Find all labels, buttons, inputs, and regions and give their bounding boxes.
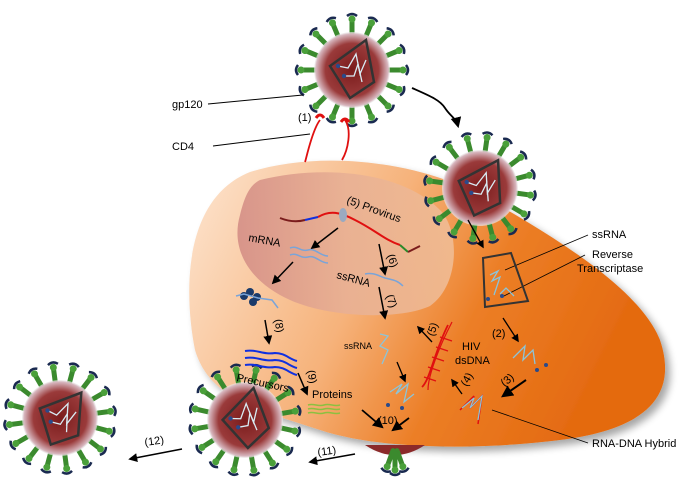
ssrna-cytoplasm xyxy=(378,333,390,365)
nucleus xyxy=(237,172,454,316)
entry-arrow xyxy=(411,87,462,129)
ssrna-pair xyxy=(386,382,415,410)
hiv-label: HIV xyxy=(462,341,481,353)
transcriptase-label: Transcriptase xyxy=(577,263,643,275)
hiv-dsdna xyxy=(421,321,453,391)
step-4-label: (4) xyxy=(459,371,476,389)
step-5-arrow-label: (5) xyxy=(425,321,441,338)
ribosome xyxy=(235,288,279,309)
ssrna-leader xyxy=(504,234,589,271)
hybrid-leader xyxy=(491,409,589,444)
step-11-label: (11) xyxy=(317,444,337,458)
step-2-label: (2) xyxy=(492,328,505,340)
gp120-leader xyxy=(207,94,304,105)
protein-strands xyxy=(307,403,341,415)
step-1-label: (1) xyxy=(298,112,311,124)
rna-dna-hybrid xyxy=(459,393,484,425)
step-10-label: (10) xyxy=(378,415,398,427)
gp120-label: gp120 xyxy=(172,99,203,111)
step-7-label: (7) xyxy=(383,293,399,310)
ssrna-virion-label: ssRNA xyxy=(592,229,627,241)
rna-dna-hybrid-label: RNA-DNA Hybrid xyxy=(592,438,676,450)
ssrna-nucleus xyxy=(364,272,404,287)
cd4-label: CD4 xyxy=(172,141,194,153)
mrna-label: mRNA xyxy=(247,232,282,250)
reverse-label: Reverse xyxy=(592,249,633,261)
step-6-label: (6) xyxy=(384,253,400,270)
virion-released xyxy=(0,349,129,486)
rt-leader xyxy=(501,254,586,298)
ssrna-cytoplasm-label: ssRNA xyxy=(344,341,372,351)
provirus xyxy=(279,208,421,253)
step-9-label: (9) xyxy=(304,369,318,384)
proteins-label: Proteins xyxy=(312,389,353,401)
dsdna-label: dsDNA xyxy=(455,355,491,367)
cd4-leader xyxy=(212,133,311,147)
mrna-strands xyxy=(289,246,329,264)
cd4-receptor xyxy=(341,119,350,161)
virion-assembling xyxy=(365,445,425,475)
virion-free xyxy=(296,14,408,126)
precursor-strands xyxy=(244,349,298,376)
uncoated-capsid xyxy=(481,251,530,309)
step-8-label: (8) xyxy=(271,318,285,333)
step-12-label: (12) xyxy=(144,434,165,449)
cd4-receptor xyxy=(304,119,321,163)
